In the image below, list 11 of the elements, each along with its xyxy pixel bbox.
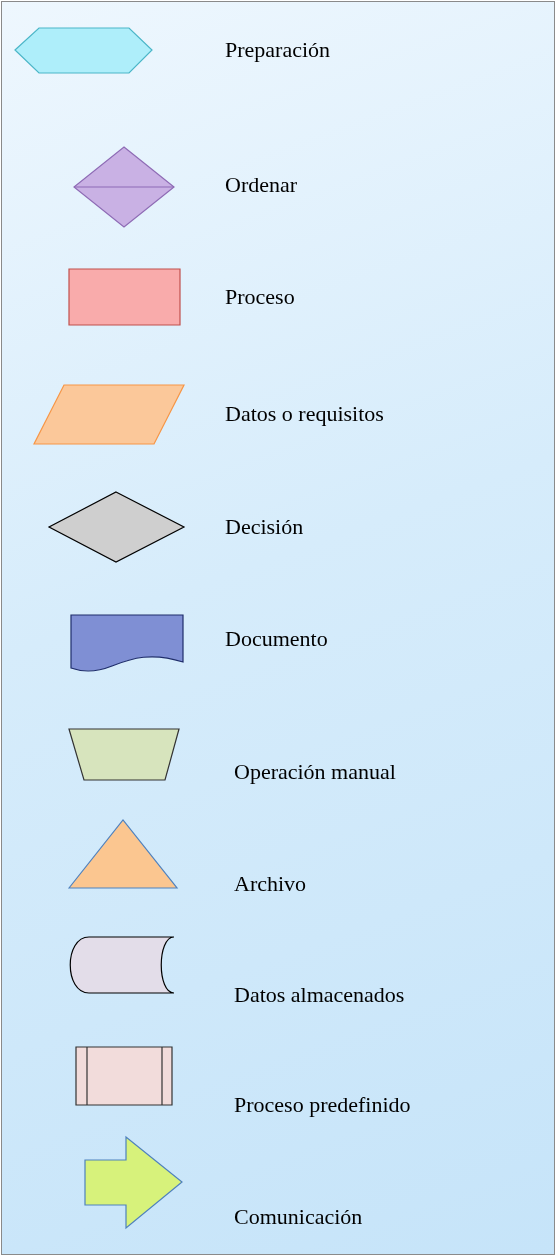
legend-label: Archivo <box>234 871 307 897</box>
legend-label: Documento <box>225 626 328 652</box>
legend-label: Datos almacenados <box>234 982 405 1008</box>
legend-label: Operación manual <box>234 759 396 785</box>
legend-label: Comunicación <box>234 1204 363 1230</box>
legend-label: Ordenar <box>225 172 298 198</box>
legend-label: Datos o requisitos <box>225 401 384 427</box>
legend-label: Preparación <box>225 37 331 63</box>
legend-label: Decisión <box>225 514 304 540</box>
legend-label: Proceso predefinido <box>234 1092 411 1118</box>
legend-label: Proceso <box>225 284 295 310</box>
